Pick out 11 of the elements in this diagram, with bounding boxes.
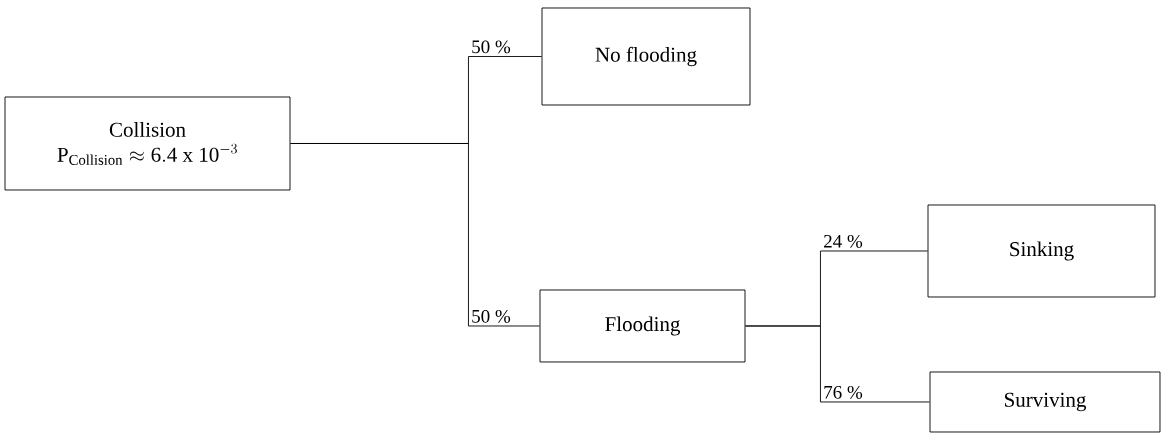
edge-label: 50 % [472,309,511,323]
process-box: Collision $\mathrm{P}_{\mathrm{Collision}} \approx \mathrm{6.4\ x\ 10}^{-3}$ [4,96,291,191]
edge-label: 24 % [824,234,863,248]
process-box: Sinking [927,204,1156,298]
process-box: No flooding [541,7,751,106]
process-box: Flooding [539,289,746,363]
edge-label: 50 % [472,40,511,54]
connector-line [745,325,930,403]
process-box: Surviving [929,371,1161,433]
edge-label: 76 % [824,385,863,399]
connector-line [290,143,540,327]
